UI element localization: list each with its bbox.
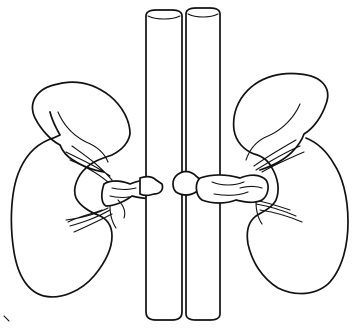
left-vessel-tube [146,10,182,320]
corner-mark [4,316,9,321]
right-renal-pelvis [196,175,268,203]
left-ureter-stub [110,206,116,228]
right-vessel-tube [186,8,220,320]
central-vessels [140,8,220,320]
left-kidney [11,82,159,297]
